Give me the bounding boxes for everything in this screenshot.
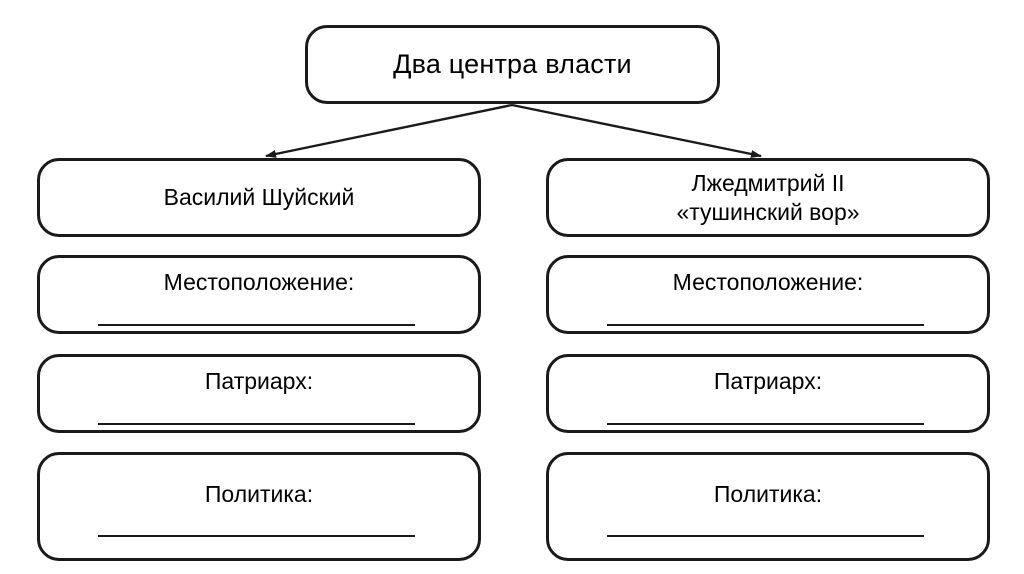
answer-line-policy[interactable] [98, 535, 415, 537]
answer-line-patriarch[interactable] [98, 423, 415, 425]
branch-header-right: Лжедмитрий II «тушинский вор» [546, 158, 990, 237]
field-label-policy: Политика: [204, 481, 314, 507]
answer-line-policy[interactable] [607, 535, 924, 537]
field-box-left-patriarch[interactable]: Патриарх: [37, 354, 481, 433]
arrow-to-left-branch [265, 103, 513, 158]
field-label-patriarch: Патриарх: [204, 368, 314, 394]
field-label-patriarch: Патриарх: [713, 368, 823, 394]
answer-line-patriarch[interactable] [607, 423, 924, 425]
page-title: Два центра власти [393, 48, 632, 79]
field-box-right-location[interactable]: Местоположение: [546, 255, 990, 334]
field-label-location: Местоположение: [163, 269, 355, 295]
field-label-location: Местоположение: [672, 269, 864, 295]
arrow-to-right-branch [511, 103, 762, 158]
title-box: Два центра власти [305, 25, 720, 104]
field-box-left-policy[interactable]: Политика: [37, 452, 481, 561]
answer-line-location[interactable] [607, 324, 924, 326]
branch-header-left: Василий Шуйский [37, 158, 481, 237]
field-box-right-patriarch[interactable]: Патриарх: [546, 354, 990, 433]
field-label-policy: Политика: [713, 481, 823, 507]
field-box-left-location[interactable]: Местоположение: [37, 255, 481, 334]
branch-name-left: Василий Шуйский [163, 184, 355, 211]
answer-line-location[interactable] [98, 324, 415, 326]
field-box-right-policy[interactable]: Политика: [546, 452, 990, 561]
branch-name-right: Лжедмитрий II «тушинский вор» [676, 170, 860, 225]
